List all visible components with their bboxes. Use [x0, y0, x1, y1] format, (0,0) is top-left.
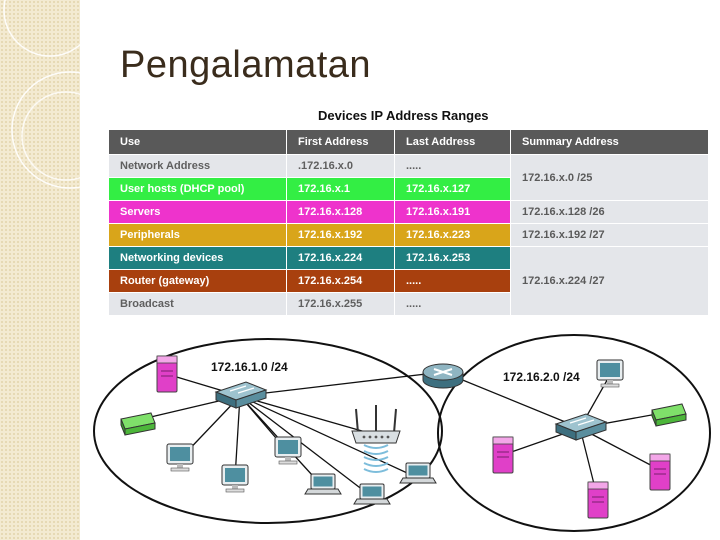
pc-icon: [596, 359, 624, 388]
server-icon: [156, 355, 178, 393]
laptop-icon: [304, 473, 342, 495]
cell-use: Network Address: [108, 154, 287, 178]
pc-icon: [274, 436, 302, 465]
pc-icon: [221, 464, 249, 493]
server-icon: [492, 436, 514, 474]
cell-last: 172.16.x.253: [394, 246, 511, 270]
table-row: Networking devices 172.16.x.224 172.16.x…: [108, 246, 709, 316]
pc-icon: [166, 443, 194, 472]
cell-last: .....: [394, 269, 511, 293]
cell-summary: 172.16.x.192 /27: [510, 223, 709, 247]
cell-first: 172.16.x.254: [286, 269, 395, 293]
cell-first: 172.16.x.128: [286, 200, 395, 224]
subnet-left-boundary: [93, 338, 443, 524]
header-last-address: Last Address: [394, 129, 511, 155]
cell-last: 172.16.x.223: [394, 223, 511, 247]
table-title: Devices IP Address Ranges: [318, 108, 489, 123]
cell-use: Networking devices: [108, 246, 287, 270]
router-icon: [422, 363, 464, 389]
left-subnet-label: 172.16.1.0 /24: [211, 360, 288, 374]
server-icon: [649, 453, 671, 491]
wireless-access-point-icon: [351, 405, 401, 473]
cell-last: 172.16.x.191: [394, 200, 511, 224]
cell-use: Router (gateway): [108, 269, 287, 293]
header-first-address: First Address: [286, 129, 395, 155]
header-use: Use: [108, 129, 287, 155]
right-links: [442, 371, 669, 501]
cell-first: 172.16.x.192: [286, 223, 395, 247]
table-row: User hosts (DHCP pool) 172.16.x.1 172.16…: [108, 177, 709, 201]
cell-use: User hosts (DHCP pool): [108, 177, 287, 201]
ip-range-table: Use First Address Last Address Summary A…: [108, 129, 709, 316]
table-row: Router (gateway) 172.16.x.254 .....: [108, 269, 709, 293]
right-subnet-label: 172.16.2.0 /24: [503, 370, 580, 384]
table-row: Peripherals 172.16.x.192 172.16.x.223 17…: [108, 223, 709, 247]
cell-use: Servers: [108, 200, 287, 224]
cell-last: .....: [394, 154, 511, 178]
server-icon: [587, 481, 609, 519]
slide-title: Pengalamatan: [120, 44, 372, 86]
cell-first: 172.16.x.224: [286, 246, 395, 270]
cell-first: 172.16.x.255: [286, 292, 395, 316]
cell-use: Broadcast: [108, 292, 287, 316]
cell-first: 172.16.x.1: [286, 177, 395, 201]
printer-icon: [120, 412, 156, 436]
cell-last: 172.16.x.127: [394, 177, 511, 201]
cell-summary: 172.16.x.128 /26: [510, 200, 709, 224]
cell-summary: 172.16.x.224 /27: [510, 246, 709, 316]
laptop-icon: [399, 462, 437, 484]
cell-last: .....: [394, 292, 511, 316]
subnet-right-boundary: [437, 334, 711, 532]
printer-icon: [651, 403, 687, 427]
table-row: Broadcast 172.16.x.255 .....: [108, 292, 709, 316]
switch-icon: [555, 413, 607, 441]
table-row: Servers 172.16.x.128 172.16.x.191 172.16…: [108, 200, 709, 224]
